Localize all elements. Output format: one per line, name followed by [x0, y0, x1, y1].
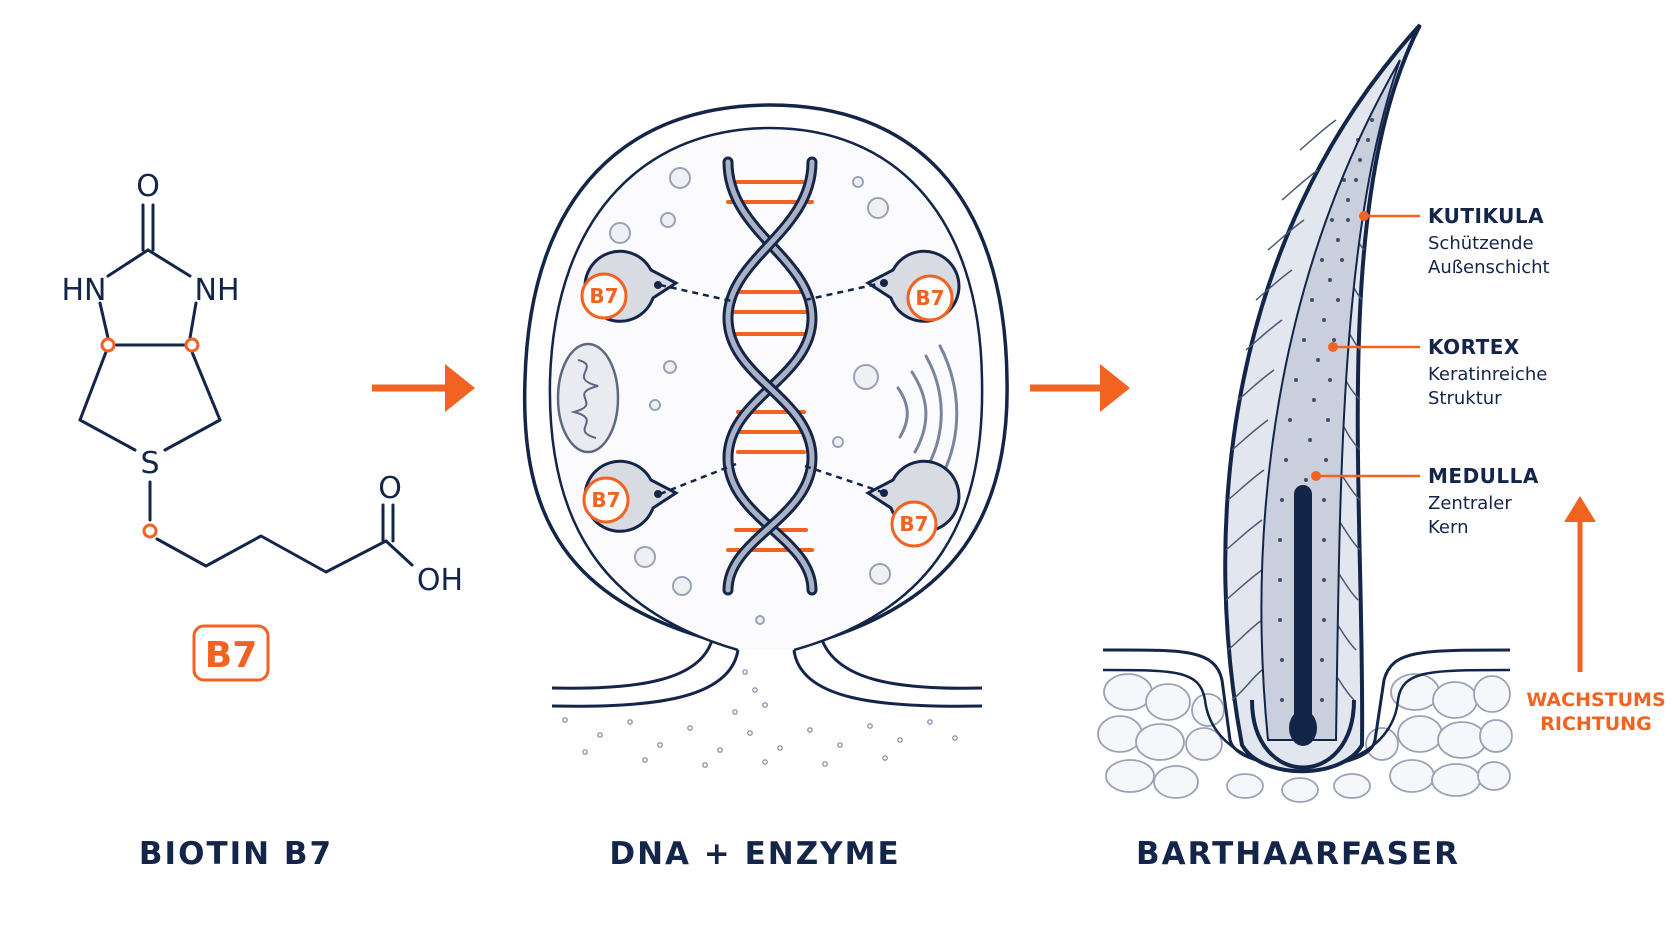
b7-badge-top-right: B7: [906, 274, 954, 322]
svg-text:B7: B7: [915, 286, 944, 310]
svg-text:B7: B7: [589, 284, 618, 308]
svg-text:KORTEX: KORTEX: [1428, 335, 1520, 359]
growth-label-line2: RICHTUNG: [1540, 713, 1651, 735]
cell: B7 B7 B7 B7: [522, 103, 1009, 768]
biotin-atom-markers: [100, 337, 200, 539]
caption-dna-enzyme: DNA + ENZYME: [609, 836, 900, 872]
label-kutikula: KUTIKULA Schützende Außenschicht: [1428, 204, 1550, 278]
biotin-molecule: [78, 203, 414, 574]
atom-nh: NH: [195, 273, 240, 308]
atom-s: S: [140, 446, 159, 481]
mitochondrion: [556, 342, 620, 454]
growth-arrow-icon: [1564, 496, 1596, 672]
caption-biotin: BIOTIN B7: [139, 836, 333, 872]
layer-pointers: [1316, 214, 1420, 478]
arrow-right-icon: [1030, 364, 1130, 412]
tissue-dots: [562, 669, 958, 768]
binding-dots: [654, 279, 888, 498]
dna-helix: [722, 156, 818, 596]
skin-cells: [1097, 673, 1513, 803]
svg-text:B7: B7: [205, 635, 258, 676]
svg-text:Kern: Kern: [1428, 517, 1468, 538]
atom-o-top: O: [136, 169, 160, 204]
atom-hn: HN: [62, 273, 107, 308]
b7-badge-top-left: B7: [580, 272, 628, 320]
caption-barthaarfaser: BARTHAARFASER: [1136, 836, 1460, 872]
svg-text:B7: B7: [591, 488, 620, 512]
growth-label-line1: WACHSTUMS: [1526, 689, 1665, 711]
golgi-apparatus: [896, 344, 959, 478]
atom-oh: OH: [417, 563, 463, 598]
b7-badge-bottom-right: B7: [890, 500, 938, 548]
label-kortex: KORTEX Keratinreiche Struktur: [1428, 335, 1547, 409]
arrow-right-icon: [372, 364, 475, 412]
b7-badge-large: B7: [192, 624, 270, 682]
label-medulla: MEDULLA Zentraler Kern: [1428, 464, 1539, 538]
layer-pointer-dots: [1311, 211, 1369, 481]
svg-text:Keratinreiche: Keratinreiche: [1428, 364, 1547, 385]
cell-vesicles: [609, 167, 945, 625]
atom-o-acid: O: [378, 471, 402, 506]
b7-badge-bottom-left: B7: [582, 476, 630, 524]
svg-text:B7: B7: [899, 512, 928, 536]
biotin-atom-labels: O HN NH S O OH: [62, 169, 464, 598]
svg-text:Außenschicht: Außenschicht: [1428, 257, 1550, 278]
svg-text:Schützende: Schützende: [1428, 233, 1534, 254]
svg-text:MEDULLA: MEDULLA: [1428, 464, 1539, 488]
svg-text:Zentraler: Zentraler: [1428, 493, 1512, 514]
svg-text:Struktur: Struktur: [1428, 388, 1502, 409]
binding-lines: [659, 281, 883, 496]
hair-fiber: KUTIKULA Schützende Außenschicht KORTEX …: [1097, 23, 1666, 803]
svg-text:KUTIKULA: KUTIKULA: [1428, 204, 1544, 228]
